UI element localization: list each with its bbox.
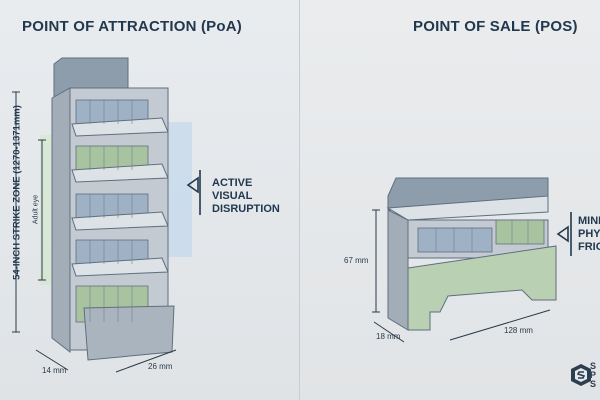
panel-divider — [299, 0, 300, 400]
depth-dimension-line — [373, 321, 405, 343]
minimal-friction-callout: MINI PHYS FRICT — [578, 215, 600, 254]
callout-arrow — [186, 176, 199, 194]
counter-front-base — [407, 245, 557, 331]
callout-line: MINI — [578, 215, 600, 227]
strike-zone-label: 54-INCH STRIKE ZONE (1270-1371mm) — [11, 105, 23, 280]
display-side-panel — [51, 87, 71, 354]
counter-products-green — [495, 219, 545, 245]
shelf-5 — [75, 285, 175, 361]
width-dimension-label: 26 mm — [148, 362, 173, 371]
counter-display-illustration — [372, 177, 572, 343]
counter-side-panel — [387, 209, 409, 331]
shelf-3 — [71, 193, 169, 231]
tall-display-illustration — [12, 57, 201, 373]
adult-eye-label: Adult eye — [32, 194, 40, 225]
brand-logo-icon — [571, 364, 591, 386]
strike-zone-blue-band — [168, 122, 192, 257]
counter-products-blue — [417, 227, 493, 253]
callout-line: ACTIVE — [212, 177, 253, 189]
callout-line: VISUAL — [212, 190, 253, 202]
depth-dimension-label: 18 mm — [376, 332, 401, 341]
callout-line: FRICT — [578, 241, 600, 253]
callout-line: PHYS — [578, 228, 600, 240]
product-dividers — [89, 100, 133, 322]
depth-dimension-label: 14 mm — [42, 366, 67, 375]
width-dimension-line — [115, 349, 177, 373]
logo-letter: S — [590, 379, 597, 389]
callout-arrow — [556, 225, 569, 243]
right-panel-title: POINT OF SALE (POS) — [413, 18, 578, 35]
callout-line: DISRUPTION — [212, 203, 280, 215]
logo-letter: S — [590, 361, 597, 371]
shelf-1 — [71, 99, 169, 137]
height-dimension-label: 67 mm — [344, 256, 369, 265]
shelf-2 — [71, 145, 169, 183]
depth-dimension-line — [35, 349, 69, 371]
logo-letter: P — [590, 370, 597, 380]
left-panel-title: POINT OF ATTRACTION (PoA) — [22, 18, 242, 35]
counter-top-shelf — [386, 195, 549, 221]
width-dimension-line — [449, 309, 551, 341]
left-panel: POINT OF ATTRACTION (PoA) — [0, 0, 300, 400]
right-panel: POINT OF SALE (POS) 67 mm 18 mm 128 mm M… — [300, 0, 600, 400]
width-dimension-label: 128 mm — [504, 326, 533, 335]
active-visual-disruption-callout: ACTIVE VISUAL DISRUPTION — [212, 177, 280, 216]
